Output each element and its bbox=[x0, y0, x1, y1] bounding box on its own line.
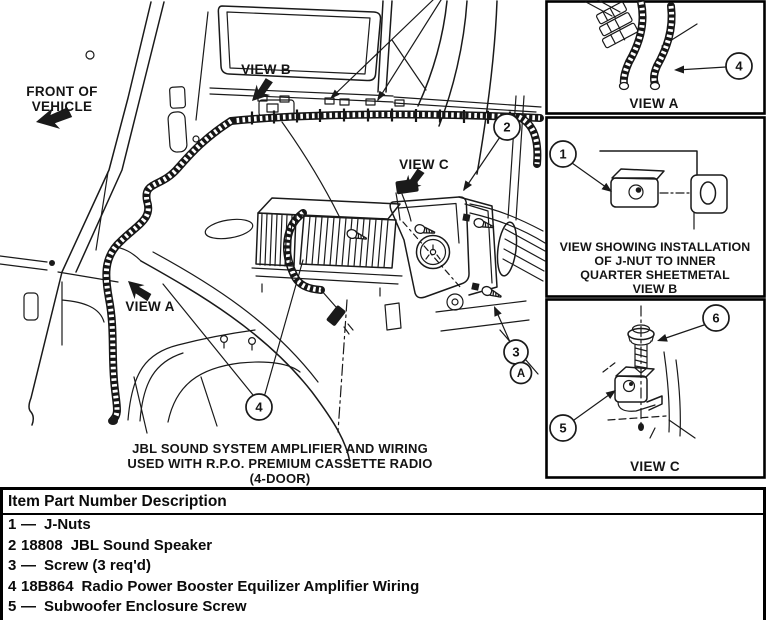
parts-table-header: Item Part Number Description bbox=[3, 490, 763, 515]
table-row: 1— J-Nuts bbox=[3, 515, 763, 536]
panel-b-caption-3: QUARTER SHEETMETAL bbox=[580, 268, 730, 282]
table-cell-item: 5 bbox=[8, 598, 17, 615]
panel-view-b-art bbox=[571, 150, 728, 230]
panel-a-callout-number: 4 bbox=[735, 59, 743, 74]
view-a-arrow bbox=[128, 281, 152, 302]
diagram-canvas: 2 3 A 4 FRONT OF VEHICLE VIEW B VIEW C V… bbox=[0, 0, 766, 486]
view-b-arrow bbox=[252, 78, 273, 101]
callout-4-number: 4 bbox=[255, 400, 263, 415]
table-cell-item: 1 bbox=[8, 516, 17, 533]
panel-a-label: VIEW A bbox=[629, 96, 678, 111]
screw-icons bbox=[220, 217, 502, 351]
panel-view-a bbox=[545, 0, 766, 115]
table-row: 3— Screw (3 req'd) bbox=[3, 556, 763, 577]
main-view-b-label: VIEW B bbox=[241, 62, 291, 77]
panel-c-label: VIEW C bbox=[630, 459, 680, 474]
caption-line-1: JBL SOUND SYSTEM AMPLIFIER AND WIRING bbox=[132, 441, 428, 456]
callout-6-panel-c: 6 bbox=[702, 304, 730, 332]
table-cell-item: 4 bbox=[8, 577, 17, 595]
panel-view-c-art bbox=[573, 305, 705, 439]
table-cell-part: 18B864 bbox=[21, 577, 74, 595]
leader-lines bbox=[162, 0, 511, 396]
main-view-c-label: VIEW C bbox=[399, 157, 449, 172]
panel-view-a-art bbox=[585, 0, 727, 91]
panel-b-caption-1: VIEW SHOWING INSTALLATION bbox=[560, 240, 751, 254]
table-cell-part: — bbox=[21, 598, 36, 615]
callout-5-panel-c: 5 bbox=[549, 414, 577, 442]
table-cell-part: 18808 bbox=[21, 536, 63, 554]
callout-a-letter: A bbox=[517, 368, 525, 380]
table-cell-description: Screw (3 req'd) bbox=[44, 557, 151, 574]
callout-a: A bbox=[509, 361, 533, 385]
callout-3-number: 3 bbox=[512, 345, 519, 360]
caption-line-2: USED WITH R.P.O. PREMIUM CASSETTE RADIO bbox=[127, 456, 432, 471]
panel-c-callout-6-number: 6 bbox=[712, 311, 719, 326]
table-cell-description: J-Nuts bbox=[44, 516, 91, 533]
table-cell-item: 2 bbox=[8, 536, 17, 554]
front-of-vehicle-arrow bbox=[36, 107, 73, 129]
table-cell-part: — bbox=[21, 557, 36, 574]
callout-3: 3 bbox=[503, 339, 529, 365]
callout-1-panel-b: 1 bbox=[549, 140, 577, 168]
panel-view-b bbox=[545, 116, 766, 298]
callout-4-main: 4 bbox=[245, 393, 273, 421]
caption-line-3: (4-DOOR) bbox=[250, 471, 311, 486]
panel-b-caption-2: OF J-NUT TO INNER bbox=[594, 254, 715, 268]
panel-c-callout-5-number: 5 bbox=[559, 421, 566, 436]
speaker-art bbox=[389, 196, 498, 299]
main-view-a-label: VIEW A bbox=[125, 299, 174, 314]
table-cell-description: Radio Power Booster Equilizer Amplifier … bbox=[81, 577, 420, 595]
view-c-arrow bbox=[403, 168, 425, 191]
table-row: 5— Subwoofer Enclosure Screw bbox=[3, 597, 763, 618]
table-cell-description: JBL Sound Speaker bbox=[70, 536, 213, 554]
panel-b-callout-number: 1 bbox=[559, 147, 566, 162]
front-of-vehicle-label-2: VEHICLE bbox=[32, 99, 93, 114]
callout-2: 2 bbox=[493, 113, 521, 141]
front-of-vehicle-label-1: FRONT OF bbox=[26, 84, 97, 99]
amplifier-art bbox=[251, 178, 419, 297]
callout-2-number: 2 bbox=[503, 120, 510, 135]
table-cell-part: — bbox=[21, 516, 36, 533]
table-cell-item: 3 bbox=[8, 557, 17, 574]
panel-view-c bbox=[545, 298, 766, 479]
table-cell-description: Subwoofer Enclosure Screw bbox=[44, 598, 247, 615]
wiring-harness-art bbox=[102, 108, 544, 425]
tray-clips bbox=[257, 94, 405, 107]
callout-4-panel-a: 4 bbox=[725, 52, 753, 80]
panel-b-label: VIEW B bbox=[633, 282, 678, 296]
